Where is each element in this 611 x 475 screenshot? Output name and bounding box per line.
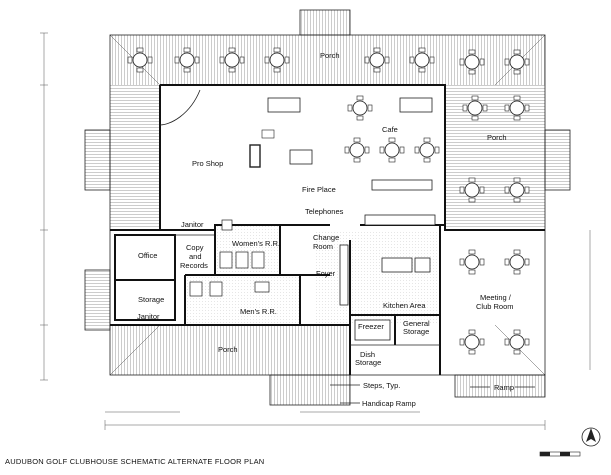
- table: [414, 137, 440, 163]
- table: [344, 137, 370, 163]
- label-office: Office: [138, 251, 157, 260]
- scale-bar: [539, 451, 581, 457]
- label-janitor-lower: Janitor: [137, 312, 160, 321]
- kitchen-equipment: [339, 179, 436, 341]
- label-general-storage-1: General: [403, 319, 430, 328]
- label-change-room-2: Room: [313, 242, 333, 251]
- label-general-storage-2: Storage: [403, 327, 429, 336]
- label-copy-3: Records: [180, 261, 208, 270]
- rectangular-tables: [249, 97, 433, 168]
- label-meeting-1: Meeting /: [480, 293, 512, 302]
- label-telephones: Telephones: [305, 207, 344, 216]
- label-mens-rr: Men's R.R.: [240, 307, 277, 316]
- label-janitor-upper: Janitor: [181, 220, 204, 229]
- outer-walls: [84, 9, 571, 406]
- label-ramp: Ramp: [494, 383, 514, 392]
- mens-rr-tile: [185, 275, 300, 325]
- plan-title: AUDUBON GOLF CLUBHOUSE SCHEMATIC ALTERNA…: [5, 457, 264, 466]
- label-porch-top: Porch: [320, 51, 340, 60]
- table: [347, 95, 373, 121]
- label-meeting-2: Club Room: [476, 302, 514, 311]
- room-labels: Porch Porch Porch Cafe Pro Shop Fire Pla…: [137, 51, 514, 367]
- kitchen-tile: [315, 230, 440, 325]
- label-storage: Storage: [138, 295, 164, 304]
- label-handicap-ramp: Handicap Ramp: [362, 399, 416, 408]
- label-pro-shop: Pro Shop: [192, 159, 223, 168]
- interior-walls: [110, 84, 545, 375]
- label-porch-bottom: Porch: [218, 345, 238, 354]
- label-kitchen: Kitchen Area: [383, 301, 426, 310]
- restroom-fixtures: [189, 219, 270, 297]
- dimension-lines: [40, 32, 591, 430]
- label-dish-storage-2: Storage: [355, 358, 381, 367]
- label-fire-place: Fire Place: [302, 185, 336, 194]
- table: [379, 137, 405, 163]
- label-womens-rr: Women's R.R.: [232, 239, 280, 248]
- label-copy-2: and: [189, 252, 202, 261]
- label-dish-storage-1: Dish: [360, 350, 375, 359]
- label-foyer: Foyer: [316, 269, 336, 278]
- label-copy-1: Copy: [186, 243, 204, 252]
- label-cafe: Cafe: [382, 125, 398, 134]
- label-porch-right: Porch: [487, 133, 507, 142]
- label-freezer: Freezer: [358, 322, 384, 331]
- label-steps: Steps, Typ.: [363, 381, 400, 390]
- north-arrow-icon: [581, 427, 601, 447]
- callouts: Steps, Typ. Handicap Ramp Ramp: [330, 381, 535, 408]
- label-change-room-1: Change: [313, 233, 339, 242]
